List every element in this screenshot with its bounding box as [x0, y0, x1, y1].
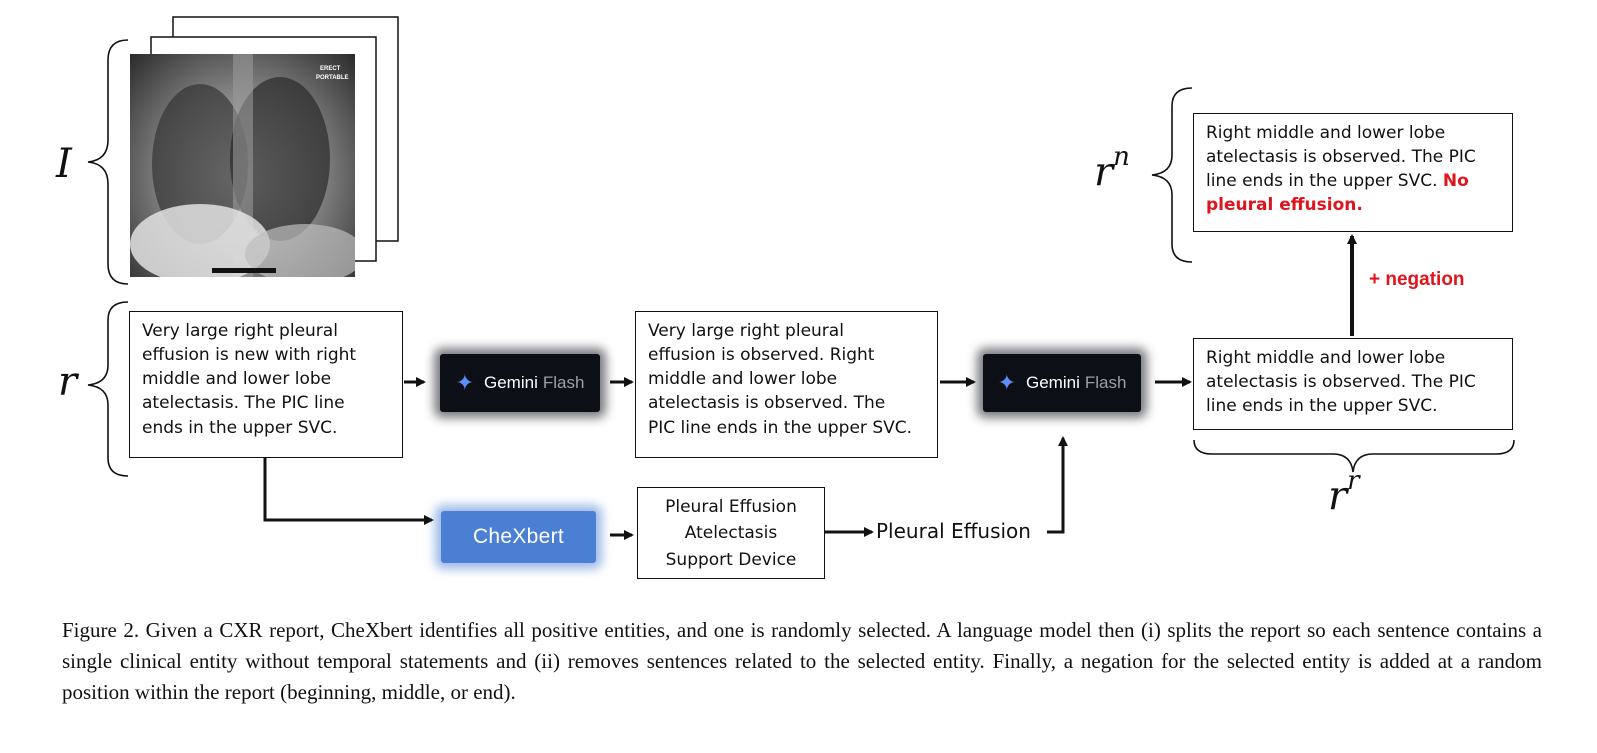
- removed-line: line ends in the upper SVC.: [1206, 396, 1438, 417]
- chexbert-label: CheXbert: [472, 525, 565, 548]
- entity-item: Atelectasis: [684, 523, 778, 544]
- negated-line: line ends in the upper SVC. No: [1206, 171, 1469, 192]
- brace-negated: [1151, 87, 1193, 263]
- arrow-report-chexbert: [263, 458, 434, 525]
- split-line: atelectasis is observed. The: [648, 393, 886, 414]
- entities-box: Pleural Effusion Atelectasis Support Dev…: [637, 487, 825, 579]
- split-line: PIC line ends in the upper SVC.: [648, 417, 913, 438]
- split-report-box: Very large right pleural effusion is obs…: [635, 311, 938, 458]
- removed-report-box: Right middle and lower lobe atelectasis …: [1193, 338, 1513, 430]
- symbol-report: r: [58, 359, 78, 405]
- report-line: atelectasis. The PIC line: [142, 393, 345, 414]
- gemini-name: Gemini: [484, 373, 538, 392]
- symbol-removed: rr: [1328, 466, 1360, 520]
- gemini-sparkle-icon: ✦: [455, 370, 474, 395]
- xray-tag-portable: PORTABLE: [316, 75, 349, 81]
- symbol-negated: rn: [1094, 142, 1130, 196]
- negation-text-inline: No: [1442, 171, 1469, 192]
- brace-removed: [1193, 439, 1515, 473]
- negated-line: atelectasis is observed. The PIC: [1206, 147, 1476, 168]
- negated-report-box: Right middle and lower lobe atelectasis …: [1193, 113, 1513, 232]
- gemini-suffix: Flash: [542, 373, 585, 392]
- original-report-box: Very large right pleural effusion is new…: [129, 311, 403, 458]
- xray-tag-erect: ERECT: [320, 66, 341, 72]
- gemini-flash-model-1: ✦ Gemini Flash: [440, 354, 600, 412]
- selected-entity: Pleural Effusion: [876, 519, 1031, 543]
- split-line: Very large right pleural: [648, 321, 844, 341]
- brace-image: [87, 39, 129, 285]
- report-line: Very large right pleural: [142, 321, 338, 341]
- negation-text-line: pleural effusion.: [1206, 195, 1363, 216]
- report-line: effusion is new with right: [142, 345, 357, 366]
- chest-xray-image: ERECT PORTABLE: [130, 54, 355, 277]
- gemini-suffix: Flash: [1084, 373, 1127, 392]
- figure-caption: Figure 2. Given a CXR report, CheXbert i…: [62, 618, 1542, 705]
- gemini-name: Gemini: [1026, 373, 1080, 392]
- gemini-flash-model-2: ✦ Gemini Flash: [983, 354, 1141, 412]
- negation-label: + negation: [1369, 269, 1465, 290]
- gemini-sparkle-icon: ✦: [997, 370, 1016, 395]
- removed-line: atelectasis is observed. The PIC: [1206, 372, 1476, 393]
- entity-item: Pleural Effusion: [665, 497, 797, 517]
- split-line: effusion is observed. Right: [648, 345, 875, 366]
- report-line: ends in the upper SVC.: [142, 417, 338, 438]
- entity-item: Support Device: [665, 549, 797, 570]
- negated-line: Right middle and lower lobe: [1206, 123, 1446, 143]
- chexbert-model: CheXbert: [441, 511, 596, 563]
- brace-report: [87, 301, 129, 477]
- xray-shapes: [130, 54, 355, 277]
- report-line: middle and lower lobe: [142, 369, 332, 390]
- removed-line: Right middle and lower lobe: [1206, 348, 1446, 368]
- symbol-image: I: [56, 141, 72, 187]
- arrow-selected-gemini2: [1047, 436, 1068, 534]
- split-line: middle and lower lobe: [648, 369, 838, 390]
